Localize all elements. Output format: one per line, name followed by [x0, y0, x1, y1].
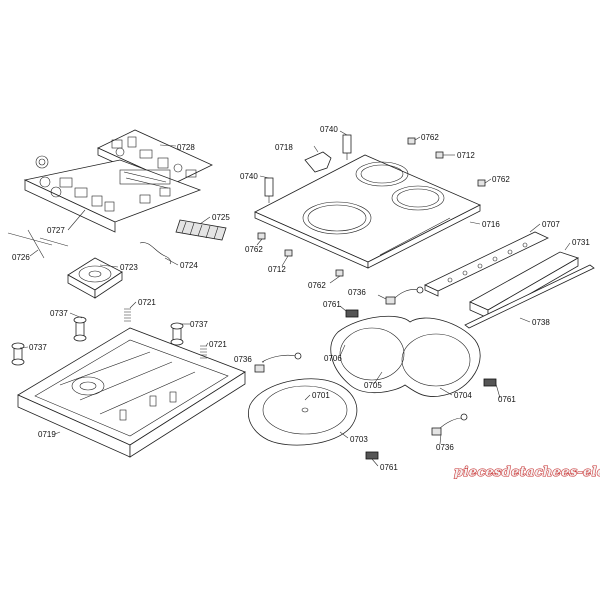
part-labels: 0728 0727 0726 0725 0724 0723 0721 0737 …: [12, 125, 590, 472]
label-0723: 0723: [120, 263, 138, 272]
sensor-parts: [254, 286, 468, 436]
watermark-logo: piecesdetachees-elec.com: [454, 465, 600, 480]
label-0704: 0704: [454, 391, 472, 400]
label-0719: 0719: [38, 430, 56, 439]
label-0737-right: 0737: [190, 320, 208, 329]
label-0762-bottom: 0762: [308, 281, 326, 290]
clip-0740b: [264, 177, 274, 203]
label-0701: 0701: [312, 391, 330, 400]
foot-0737a: [73, 316, 87, 342]
label-0731: 0731: [572, 238, 590, 247]
spring-0721a: [124, 308, 131, 322]
glass-ceramic-top-0716: [254, 154, 481, 269]
label-0761-top: 0761: [323, 300, 341, 309]
label-0705: 0705: [364, 381, 382, 390]
label-0706: 0706: [324, 354, 342, 363]
label-0718: 0718: [275, 143, 293, 152]
label-0728: 0728: [177, 143, 195, 152]
label-0740-left: 0740: [240, 172, 258, 181]
label-0737-far-left: 0737: [29, 343, 47, 352]
label-0736-top: 0736: [348, 288, 366, 297]
label-0737-left: 0737: [50, 309, 68, 318]
label-0725: 0725: [212, 213, 230, 222]
foot-0737c: [11, 342, 25, 366]
control-board-0727: [23, 155, 202, 233]
ferrite-blocks-0761: [345, 309, 497, 460]
feet-parts: [11, 308, 207, 366]
label-0740-top: 0740: [320, 125, 338, 134]
touch-control-strip-0707: [424, 231, 549, 297]
label-0716: 0716: [482, 220, 500, 229]
label-0726: 0726: [12, 253, 30, 262]
label-0736-left: 0736: [234, 355, 252, 364]
trim-strip-0738: [464, 264, 595, 329]
tool-0726: [7, 229, 69, 259]
label-0738: 0738: [532, 318, 550, 327]
base-tray-0719: [17, 327, 246, 458]
leader-lines: [19, 130, 571, 467]
label-0762-left: 0762: [245, 245, 263, 254]
foot-0737b: [170, 322, 184, 346]
label-0712-top: 0712: [457, 151, 475, 160]
bracket-0718: [304, 151, 332, 173]
spring-0721b: [200, 345, 207, 359]
label-0736-bottom: 0736: [436, 443, 454, 452]
ribbon-cable-0725: [175, 219, 227, 241]
coil-carrier-0704: [330, 315, 481, 397]
fan-0723: [67, 257, 123, 299]
label-0721-upper: 0721: [138, 298, 156, 307]
label-0727: 0727: [47, 226, 65, 235]
label-0762-right: 0762: [492, 175, 510, 184]
label-0761-right: 0761: [498, 395, 516, 404]
coil-0701: [248, 378, 358, 446]
wire-0724: [139, 242, 172, 265]
label-0762-top: 0762: [421, 133, 439, 142]
label-0712-left: 0712: [268, 265, 286, 274]
label-0761-bottom: 0761: [380, 463, 398, 472]
label-0707: 0707: [542, 220, 560, 229]
label-0703: 0703: [350, 435, 368, 444]
label-0724: 0724: [180, 261, 198, 270]
label-0721-lower: 0721: [209, 340, 227, 349]
clip-0740a: [342, 134, 352, 160]
